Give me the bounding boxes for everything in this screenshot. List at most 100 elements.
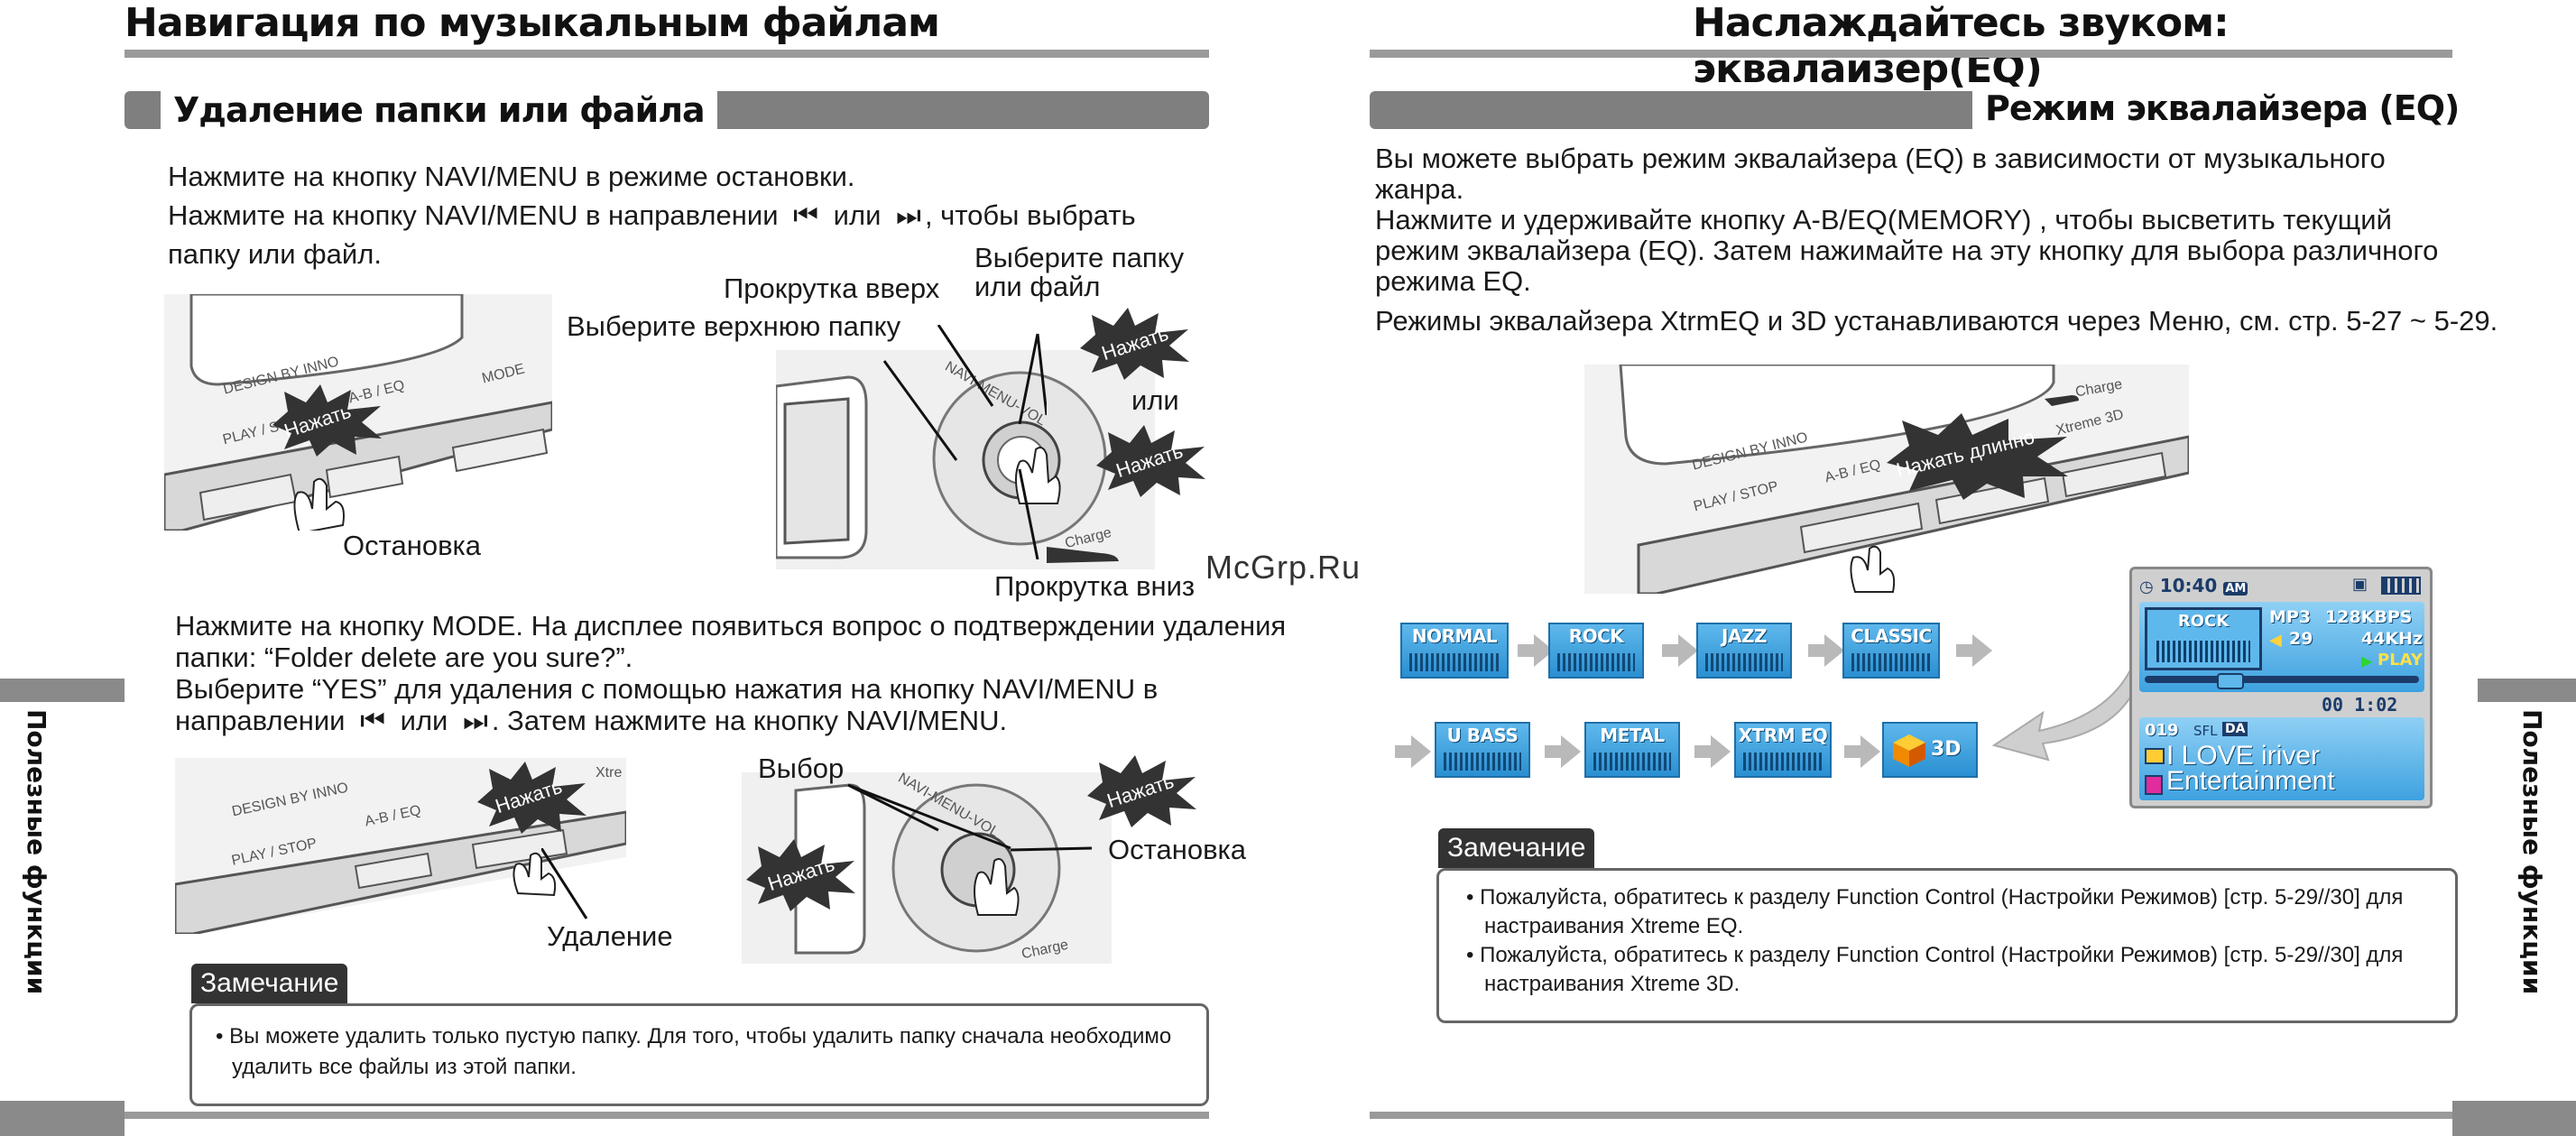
callout-stop: Остановка [343, 530, 482, 561]
folder-icon [2145, 748, 2165, 764]
callout-select-top-folder: Выберите верхнюю папку [567, 310, 901, 342]
callout-or: или [1131, 384, 1179, 416]
music-file-icon [2145, 775, 2163, 795]
right-paragraph-1-line1: Вы можете выбрать режим эквалайзера (EQ)… [1375, 143, 2386, 174]
screen-eq-box: ROCK [2145, 607, 2262, 670]
right-footer-rule [1370, 1112, 2452, 1119]
right-paragraph-3: Режимы эквалайзера XtrmEQ и 3D устанавли… [1375, 305, 2498, 337]
screen-volume: 29 [2289, 629, 2313, 649]
screen-status-row: ◷ 10:40 AM ▣ [2139, 575, 2424, 600]
eq-mode-metal: METAL [1584, 722, 1680, 778]
p2-text-a: Нажмите на кнопку NAVI/MENU в направлени… [168, 199, 779, 231]
right-paragraph-2-line2: режим эквалайзера (EQ). Затем нажимайте … [1375, 235, 2439, 266]
p2-text-b: , чтобы выбрать [924, 199, 1136, 231]
screen-bottom-panel: 019 SFL DA I LOVE iriver Entertainment [2139, 717, 2424, 800]
screen-sfl: SFL [2193, 723, 2218, 739]
speaker-icon: ◀ [2269, 631, 2282, 649]
eq-mode-rock: ROCK [1548, 623, 1644, 679]
eq-bars-icon [1851, 653, 1931, 671]
label-xtre: Xtre [596, 765, 623, 780]
right-footer-tab [2452, 1101, 2576, 1136]
left-footer-tab [0, 1101, 125, 1136]
left-page-header: Навигация по музыкальным файлам [125, 0, 940, 46]
screen-progress-knob [2217, 673, 2244, 689]
eq-label: U BASS [1446, 725, 1519, 746]
right-note-box: • Пожалуйста, обратитесь к разделу Funct… [1436, 868, 2458, 1023]
callout-lines-select [847, 783, 1093, 852]
eq-label: CLASSIC [1851, 625, 1932, 647]
screen-top-panel: ROCK MP3 128KBPS ◀ 29 44KHz ▶ PLAY [2139, 602, 2424, 692]
callout-lines-navi [882, 325, 1047, 559]
watermark: McGrp.Ru [1205, 549, 1362, 586]
p3-text-a: направлении [175, 705, 346, 736]
left-paragraph-3-line3: Выберите “YES” для удаления с помощью на… [175, 673, 1159, 705]
left-section-title: Удаление папки или файла [161, 91, 717, 129]
left-paragraph-2-cont: папку или файл. [168, 238, 382, 270]
eq-label: ROCK [1568, 625, 1624, 647]
callout-stop-2: Остановка [1108, 834, 1247, 865]
eq-mode-jazz: JAZZ [1696, 623, 1792, 679]
left-side-label: Полезные функции [22, 709, 51, 995]
burst-press-3 [1096, 425, 1205, 497]
device-illustration-select: NAVI-MENU-VOL Charge Нажать [742, 772, 1112, 964]
screen-time: 10:40 [2159, 575, 2218, 596]
right-header-rule [1370, 50, 2452, 58]
eq-label: NORMAL [1411, 625, 1498, 647]
right-paragraph-2-line1: Нажмите и удерживайте кнопку A-B/EQ(MEMO… [1375, 204, 2392, 236]
screen-eq-bars-icon [2156, 641, 2250, 662]
prev-track-icon: ⏮ [793, 199, 819, 232]
screen-frequency: 44KHz [2361, 629, 2424, 649]
screen-eq-label: ROCK [2177, 612, 2230, 631]
eq-mode-xtrm-eq: XTRM EQ [1734, 722, 1832, 778]
left-paragraph-3-line2: папки: “Folder delete are you sure?”. [175, 642, 633, 673]
screen-play-state: PLAY [2377, 651, 2423, 670]
right-note-line-1: • Пожалуйста, обратитесь к разделу Funct… [1466, 885, 2404, 910]
screen-bitrate: 128KBPS [2325, 607, 2413, 627]
device-illustration-navi: NAVI-MENU-VOL Charge [776, 350, 1155, 569]
left-header-rule [125, 50, 1209, 58]
screen-line-1: I LOVE iriver [2166, 741, 2321, 771]
callout-select-folder-1: Выберите папку [974, 242, 1185, 273]
screen-elapsed: 00 1:02 [2322, 694, 2398, 716]
eq-bars-icon [1705, 653, 1783, 671]
screen-line-2: Entertainment [2166, 766, 2335, 796]
left-paragraph-3-line4: направлении ⏮ или ⏭. Затем нажмите на кн… [175, 705, 1007, 737]
eq-mode-normal: NORMAL [1400, 623, 1509, 679]
arrow-right-icon [1694, 735, 1731, 768]
prev-track-icon-2: ⏮ [360, 705, 385, 737]
p3-or: или [400, 705, 448, 736]
callout-line-delete [541, 848, 588, 919]
right-note-line-3: • Пожалуйста, обратитесь к разделу Funct… [1466, 943, 2404, 967]
left-note-line-1: • Вы можете удалить только пустую папку.… [216, 1024, 1172, 1048]
arrow-right-icon [1956, 634, 1992, 667]
burst-press-6 [1087, 755, 1196, 827]
eq-bars-icon [1409, 653, 1500, 671]
curved-arrow-icon [1991, 649, 2147, 762]
eq-label: JAZZ [1722, 625, 1767, 647]
eq-mode-classic: CLASSIC [1842, 623, 1940, 679]
left-side-tab [0, 679, 125, 702]
callout-delete: Удаление [547, 920, 673, 952]
callout-scroll-up: Прокрутка вверх [724, 272, 940, 304]
p2-or: или [833, 199, 882, 231]
eq-label: XTRM EQ [1738, 725, 1828, 746]
device-illustration-eq: DESIGN BY INNO A-B / EQ PLAY / STOP Char… [1584, 365, 2189, 594]
screen-track: 019 [2145, 721, 2179, 740]
p3-text-c: . Затем нажмите на кнопку NAVI/MENU. [491, 705, 1008, 736]
left-paragraph-3-line1: Нажмите на кнопку MODE. На дисплее появи… [175, 610, 1287, 642]
right-note-title: Замечание [1438, 828, 1595, 868]
callout-select-folder-2: или файл [974, 271, 1101, 302]
right-paragraph-2-line3: режима EQ. [1375, 265, 1531, 297]
eq-bars-icon [1557, 653, 1635, 671]
arrow-right-icon [1545, 735, 1581, 768]
eq-mode-3d: 3D [1882, 722, 1978, 778]
left-paragraph-1: Нажмите на кнопку NAVI/MENU в режиме ост… [168, 161, 855, 192]
arrow-right-icon [1662, 634, 1698, 667]
eq-bars-icon [1743, 753, 1823, 771]
device-illustration-mode: DESIGN BY INNO A-B / EQ PLAY / STOP Xtre… [175, 758, 626, 934]
right-note-line-4: настраивания Xtreme 3D. [1484, 972, 1740, 996]
right-note-line-2: настраивания Xtreme EQ. [1484, 914, 1744, 938]
left-footer-rule [125, 1112, 1209, 1119]
left-paragraph-2: Нажмите на кнопку NAVI/MENU в направлени… [168, 196, 1136, 236]
right-paragraph-1-line2: жанра. [1375, 173, 1464, 205]
